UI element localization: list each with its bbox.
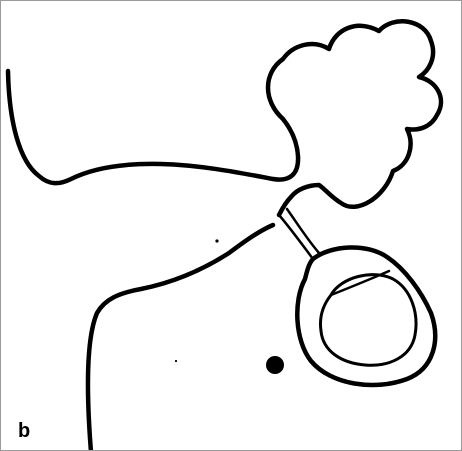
- panel-label: b: [18, 421, 30, 441]
- upper-outline-line: [8, 71, 298, 183]
- sac-inner-ring: [320, 275, 416, 366]
- speck-upper: [215, 239, 218, 242]
- black-dot: [266, 356, 284, 374]
- lobed-structure: [268, 21, 441, 215]
- lower-outline-line: [88, 225, 273, 451]
- speck-lower: [175, 360, 177, 362]
